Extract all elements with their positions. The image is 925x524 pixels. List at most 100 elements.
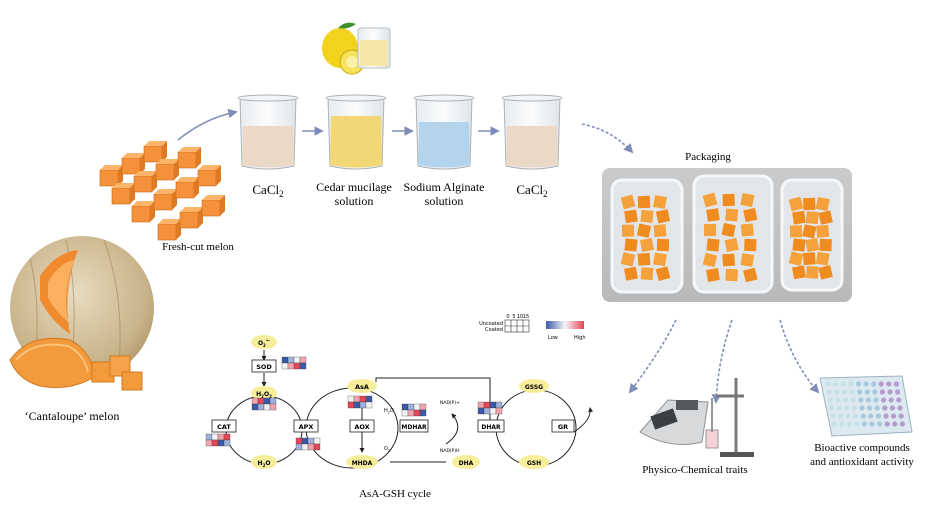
bioactive-label-line1: Bioactive compounds xyxy=(814,442,910,454)
tray-melon-cube xyxy=(743,207,758,223)
plate-well xyxy=(846,421,852,427)
tray-melon-cube xyxy=(725,268,738,282)
melon-cube xyxy=(155,159,179,181)
plate-well xyxy=(863,381,869,387)
melon-cube xyxy=(143,141,167,163)
cat-label: CAT xyxy=(217,423,231,431)
arrow-to-bioactive xyxy=(779,319,820,394)
nadph-label: NAD(P)H xyxy=(440,448,460,454)
heatmap-legend: 0 5 10 15 Uncoated Coated Low High xyxy=(479,314,585,341)
plate-well xyxy=(825,381,831,387)
plate-well xyxy=(897,405,903,411)
plate-well xyxy=(875,413,882,419)
dha-node xyxy=(452,455,480,469)
legend-color-scale xyxy=(546,321,584,329)
packaging-photo xyxy=(602,168,852,302)
plate-well xyxy=(853,413,859,419)
tray-melon-cube xyxy=(636,223,652,238)
tray-melon-cube xyxy=(706,238,720,252)
melon-cube xyxy=(131,201,155,223)
arrow-to-physico-1 xyxy=(628,319,677,394)
plate-well xyxy=(873,397,879,403)
tray-melon-cube xyxy=(637,252,651,266)
plate-well xyxy=(895,389,901,395)
dhar-label: DHAR xyxy=(481,424,501,431)
legend-day-5: 5 xyxy=(512,314,515,320)
mhda-node xyxy=(346,455,378,469)
enzyme-heatmap xyxy=(477,401,503,415)
plate-well xyxy=(844,405,850,411)
gr-box xyxy=(551,419,575,433)
dha-label: DHA xyxy=(459,460,474,467)
beaker-cacl2-2 xyxy=(501,94,563,170)
tray-melon-cube xyxy=(722,253,736,267)
tray-melon-cube xyxy=(722,193,735,207)
enzyme-heatmap xyxy=(281,356,307,370)
plate-well xyxy=(855,381,862,387)
tray-melon-cube xyxy=(702,192,718,208)
plate-well xyxy=(860,413,866,419)
step2-label-line2: solution xyxy=(335,194,374,208)
plate-well xyxy=(858,397,864,403)
legend-coated: Coated xyxy=(485,327,503,333)
plate-well xyxy=(851,405,858,411)
asa-gsh-cycle: O2•- SOD H2O2 CAT APX H2O AsA AOX H2O O2… xyxy=(205,335,594,469)
tray-melon-cube xyxy=(624,209,638,224)
plate-well xyxy=(872,389,878,395)
plate-well xyxy=(848,381,854,387)
gr-label: GR xyxy=(558,423,568,431)
plate-well xyxy=(888,397,894,403)
melon-label: ‘Cantaloupe’ melon xyxy=(25,409,120,423)
mhda-label: MHDA xyxy=(352,460,373,467)
enzyme-heatmap xyxy=(205,433,231,447)
melon-cube xyxy=(111,183,135,205)
plate-well xyxy=(850,397,856,403)
tray-melon-cube xyxy=(818,265,833,280)
plate-well xyxy=(826,389,832,395)
plate-well xyxy=(898,413,904,419)
tray-melon-cube xyxy=(655,266,671,281)
legend-grid xyxy=(504,319,530,333)
tray-melon-cube xyxy=(802,224,817,239)
legend-uncoated: Uncoated xyxy=(479,321,503,327)
tray-melon-cube xyxy=(803,197,816,211)
plate-well xyxy=(835,397,841,403)
physico-label: Physico-Chemical traits xyxy=(642,464,747,476)
enzyme-heatmap xyxy=(347,395,373,409)
fresh-cut-label: Fresh-cut melon xyxy=(162,241,234,253)
tray-melon-cube xyxy=(792,238,806,252)
o2-radical-label: O2•- xyxy=(258,338,270,348)
melon-cube xyxy=(99,165,123,187)
gssg-label: GSSG xyxy=(525,384,543,391)
gsh-node xyxy=(519,455,549,469)
aox-label: AOX xyxy=(354,423,369,431)
step2-label-line1: Cedar mucilage xyxy=(316,180,392,194)
plate-well xyxy=(864,389,870,395)
h2o-label: H2O xyxy=(258,460,271,468)
tray-melon-cube xyxy=(640,267,654,280)
tray-melon-cube xyxy=(621,224,635,237)
cedar-fruit-illustration xyxy=(322,22,391,75)
plate-well xyxy=(884,421,890,427)
melon-cube xyxy=(121,153,145,175)
plate-well xyxy=(874,405,880,411)
aox-h2o-label: H2O xyxy=(384,408,394,415)
tray-melon-cube xyxy=(653,252,667,267)
plate-well xyxy=(830,413,836,419)
tray-melon-cube xyxy=(724,237,739,253)
plate-well xyxy=(869,421,875,427)
tray-melon-cube xyxy=(740,223,754,237)
beaker-sodium-alginate xyxy=(413,94,475,170)
enzyme-heatmap xyxy=(401,403,427,417)
plate-well xyxy=(899,421,906,427)
enzyme-heatmap xyxy=(251,397,277,411)
plate-well xyxy=(891,413,897,419)
legend-high: High xyxy=(574,335,586,341)
h2o2-label: H2O2 xyxy=(256,391,272,399)
fresh-cut-cubes xyxy=(99,141,225,241)
tray-melon-cube xyxy=(818,210,833,225)
h2o-node xyxy=(251,455,277,469)
microplate-illustration xyxy=(819,375,913,437)
tray-melon-cube xyxy=(706,208,720,222)
